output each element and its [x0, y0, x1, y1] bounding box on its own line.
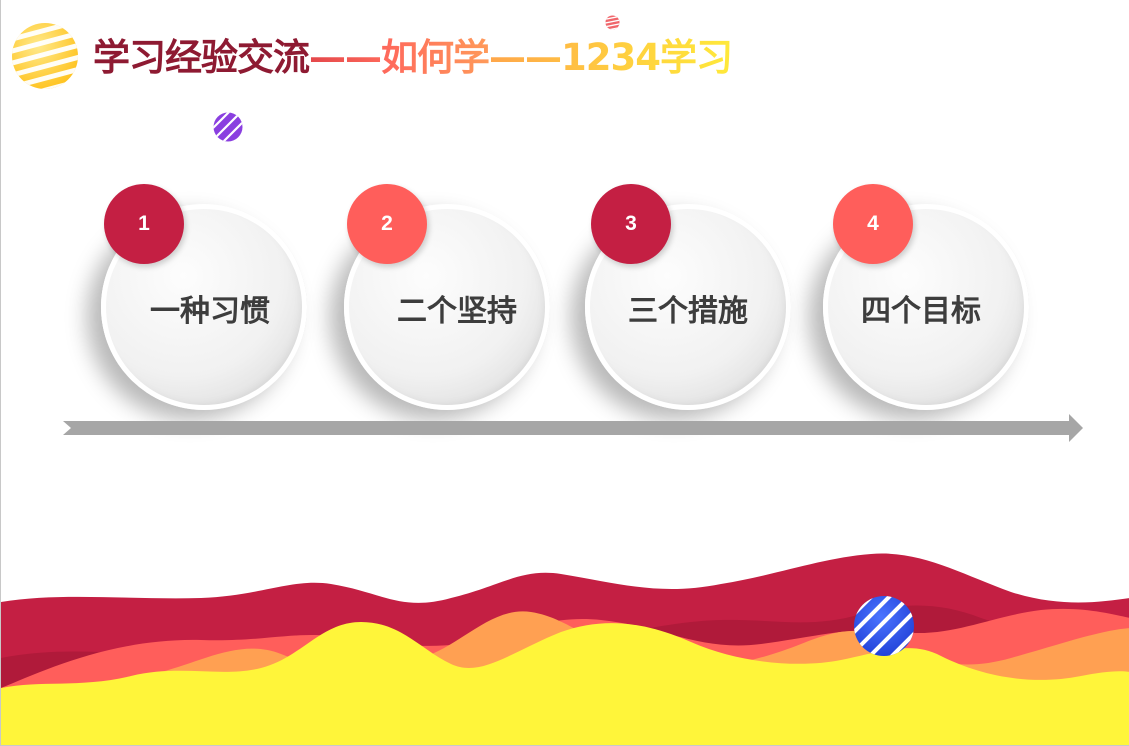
- step-number-badge: 1: [104, 184, 184, 264]
- red-striped-ball-icon: [605, 15, 620, 30]
- step-card-2: 二个坚持: [344, 204, 550, 410]
- step-label: 二个坚持: [397, 294, 517, 329]
- step-number-badge: 4: [833, 184, 913, 264]
- step-label: 四个目标: [861, 294, 981, 329]
- step-number-badge: 3: [591, 184, 671, 264]
- bottom-wave-decoration: [1, 553, 1129, 745]
- page-title: 学习经验交流——如何学——1234学习: [93, 32, 733, 84]
- step-number-badge: 2: [347, 184, 427, 264]
- title-part-how: ——如何学: [309, 36, 490, 79]
- timeline-arrow: [63, 414, 1083, 442]
- step-number: 1: [138, 212, 150, 235]
- yellow-striped-ball-icon: [12, 23, 78, 89]
- step-number: 2: [381, 212, 393, 235]
- step-number: 4: [867, 212, 879, 235]
- title-part-1234: ——1234学习: [489, 36, 733, 79]
- blue-striped-ball-icon: [854, 596, 914, 656]
- step-number: 3: [625, 212, 637, 235]
- step-label: 一种习惯: [150, 294, 270, 329]
- step-label: 三个措施: [628, 294, 748, 329]
- title-part-main: 学习经验交流: [93, 36, 310, 79]
- purple-striped-ball-icon: [213, 112, 243, 142]
